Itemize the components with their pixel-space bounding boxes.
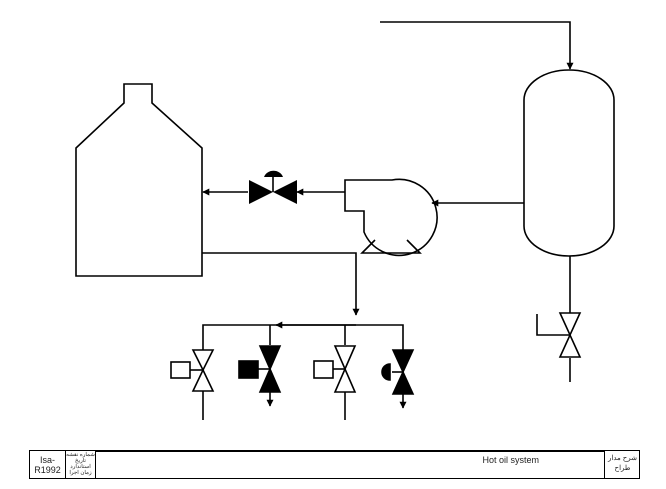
furnace-outlet-line xyxy=(202,252,360,316)
drawing-title: Hot oil system xyxy=(482,455,539,465)
solenoid-valve xyxy=(238,345,282,407)
standard-label-2: R1992 xyxy=(34,465,61,475)
feed-line xyxy=(380,21,574,70)
diaphragm-valve xyxy=(381,349,415,409)
meta-cell: شماره نقشه تاریخ استاندارد زمان اجرا xyxy=(66,451,96,478)
vessel xyxy=(523,69,615,257)
meta-line: تاریخ xyxy=(75,458,86,464)
control-valve xyxy=(249,170,297,204)
vessel-drain-valve xyxy=(558,312,582,358)
description-label: شرح مدار xyxy=(608,455,637,462)
manual-valve-2 xyxy=(313,345,357,420)
standard-cell: Isa- R1992 xyxy=(30,451,66,478)
standard-label: Isa- xyxy=(39,455,55,465)
designer-label: طراح xyxy=(614,465,631,472)
furnace xyxy=(75,83,203,277)
description-cell: شرح مدار طراح xyxy=(605,451,640,478)
drain-valve-actuator xyxy=(536,314,570,336)
manual-valve xyxy=(170,349,215,392)
title-block-rule xyxy=(96,450,605,452)
meta-line: زمان اجرا xyxy=(69,470,92,476)
meta-line: استاندارد xyxy=(70,464,91,470)
pump xyxy=(344,178,438,257)
title-block: Isa- R1992 شماره نقشه تاریخ استاندارد زم… xyxy=(29,450,640,479)
header-line xyxy=(202,324,404,420)
meta-line: شماره نقشه xyxy=(66,452,95,458)
drawing-title-cell: Hot oil system xyxy=(96,451,605,478)
